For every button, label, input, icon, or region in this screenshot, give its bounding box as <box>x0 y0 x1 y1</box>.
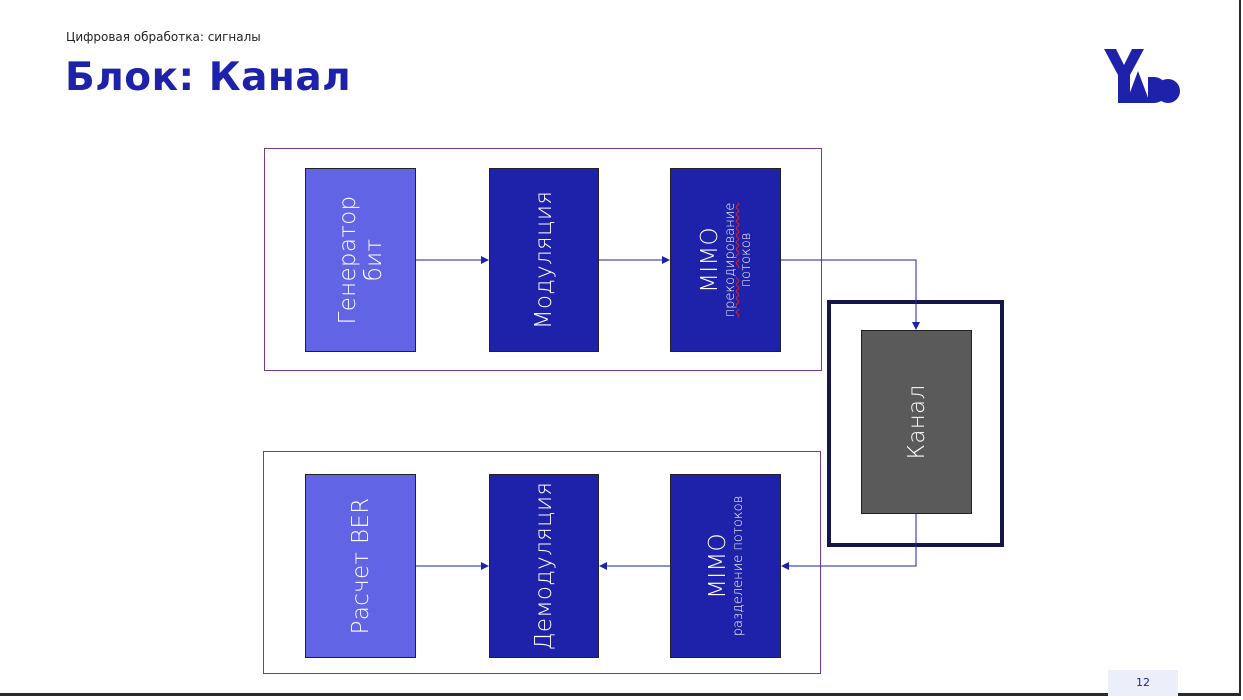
modulation-block[interactable]: Модуляция <box>489 168 599 352</box>
page-number: 12 <box>1108 670 1178 696</box>
yadro-logo-icon <box>1104 49 1180 103</box>
mimo-precoding-label: MIMO прекодирование потоков <box>696 202 754 318</box>
demodulation-label: Демодуляция <box>531 481 557 651</box>
slide-title: Блок: Канал <box>65 55 352 100</box>
demodulation-block[interactable]: Демодуляция <box>489 474 599 658</box>
mimo-separation-block[interactable]: MIMO разделение потоков <box>670 474 781 658</box>
slide-subtitle: Цифровая обработка: сигналы <box>66 30 261 44</box>
channel-block[interactable]: Канал <box>861 330 972 514</box>
modulation-label: Модуляция <box>531 190 557 330</box>
channel-label: Канал <box>903 384 930 460</box>
ber-label: Расчет BER <box>347 497 374 635</box>
bit-generator-label: Генератор бит <box>334 195 387 325</box>
mimo-precoding-block[interactable]: MIMO прекодирование потоков <box>670 168 781 352</box>
mimo-separation-label: MIMO разделение потоков <box>704 495 746 637</box>
ber-block[interactable]: Расчет BER <box>305 474 416 658</box>
bit-generator-block[interactable]: Генератор бит <box>305 168 416 352</box>
